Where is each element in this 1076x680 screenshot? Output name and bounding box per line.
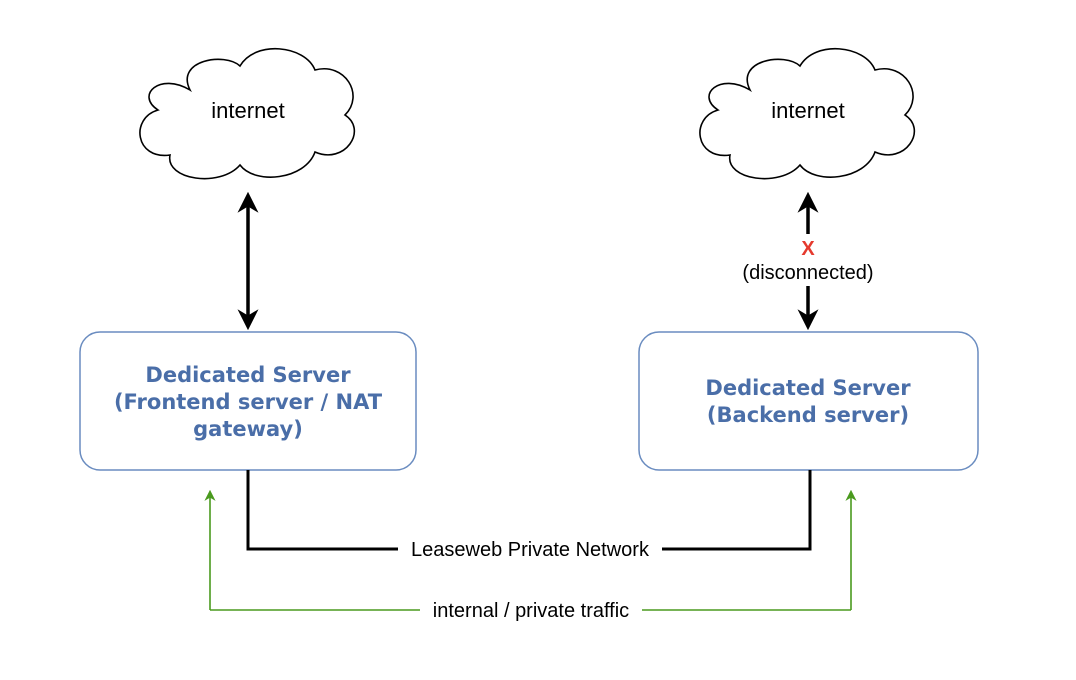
internal-traffic-label: internal / private traffic [433,600,629,622]
frontend-server-subtitle: (Frontend server / NAT [114,390,383,414]
internet-label-right: internet [771,98,844,123]
frontend-server-box: Dedicated Server (Frontend server / NAT … [79,331,417,471]
internet-label-left: internet [211,98,284,123]
internet-cloud-left: internet [139,47,356,180]
cloud-icon [139,47,356,180]
disconnected-label: (disconnected) [742,262,873,284]
frontend-server-title: Dedicated Server [145,363,351,387]
backend-server-subtitle: (Backend server) [707,403,909,427]
private-network-label-bg [398,537,662,561]
cloud-icon [699,47,916,180]
disconnected-x-mark: X [801,238,815,260]
internet-cloud-right: internet [699,47,916,180]
private-network-label: Leaseweb Private Network [411,539,650,561]
internal-traffic-label-bg [420,598,642,622]
backend-server-title: Dedicated Server [705,376,911,400]
frontend-server-subtitle-cont: gateway) [193,417,303,441]
backend-server-box: Dedicated Server (Backend server) [638,331,979,471]
